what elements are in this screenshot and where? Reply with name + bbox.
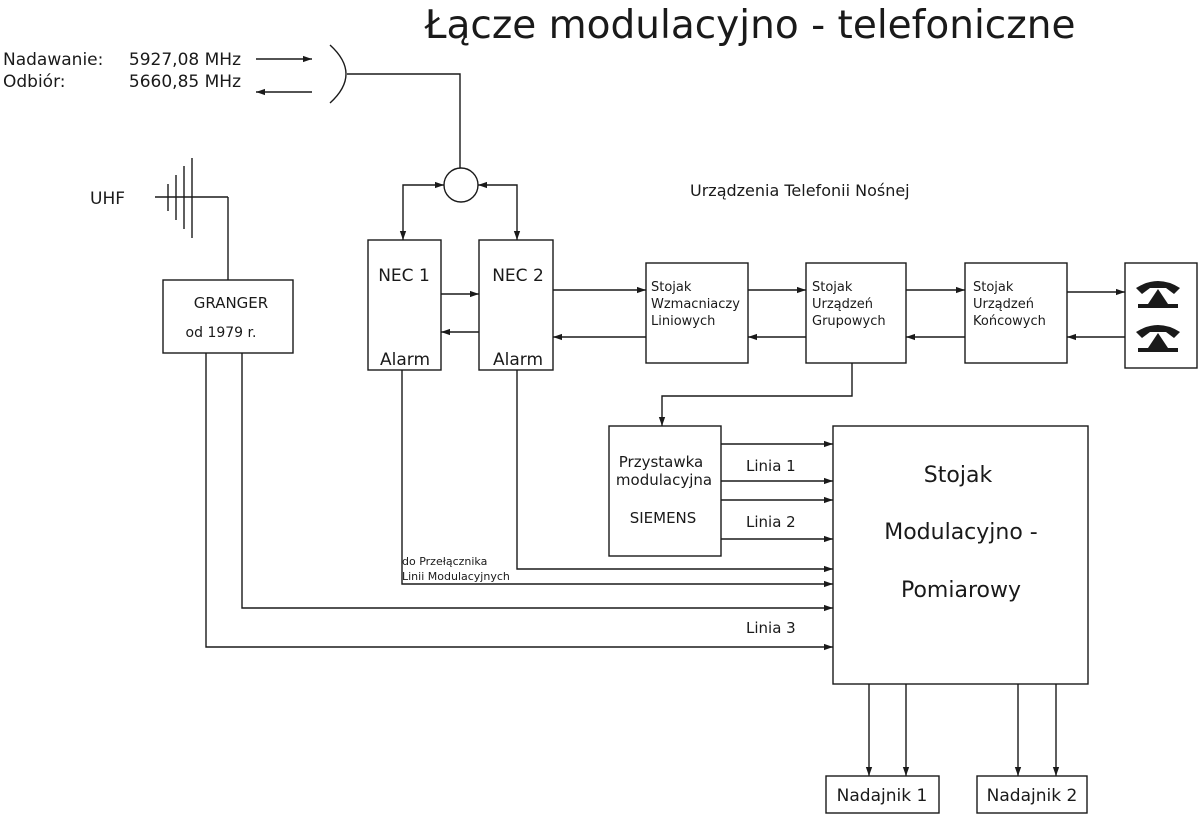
tx-label: Nadawanie: — [3, 50, 103, 70]
rx-label: Odbiór: — [3, 72, 66, 92]
uhf-label: UHF — [90, 189, 125, 209]
rack-group-box — [805, 262, 907, 364]
adapter-maker: SIEMENS — [630, 509, 697, 527]
uhf-antenna-icon — [155, 158, 229, 280]
rack-end-line2: Urządzeń — [973, 297, 1034, 312]
main-rack-line3: Pomiarowy — [901, 578, 1021, 603]
rx-value: 5660,85 MHz — [129, 72, 241, 92]
rack-amp-line1: Stojak — [651, 280, 692, 295]
telephone-icon — [1136, 281, 1180, 308]
splitter-to-nec2 — [478, 181, 521, 240]
rack-amplifiers-box — [645, 262, 749, 364]
granger-box — [162, 279, 294, 354]
line3-label: Linia 3 — [746, 619, 796, 637]
granger-wire-b — [205, 353, 833, 651]
granger-name: GRANGER — [194, 294, 268, 312]
adapter-box — [608, 425, 722, 557]
nec1-name: NEC 1 — [378, 266, 430, 286]
nec2-box — [478, 239, 554, 371]
rack-group-line1: Stojak — [812, 280, 853, 295]
rack-amp-line3: Liniowych — [651, 314, 715, 329]
main-rack-line1: Stojak — [924, 463, 993, 488]
page-title: Łącze modulacyjno - telefoniczne — [424, 3, 1076, 48]
rack-end-line3: Końcowych — [973, 314, 1046, 329]
nec2-alarm-wire — [516, 370, 833, 573]
nec1-alarm: Alarm — [380, 350, 430, 370]
nec1-box — [367, 239, 442, 371]
rack-group-line2: Urządzeń — [812, 297, 873, 312]
dish-feed-wire — [347, 73, 461, 168]
tx-value: 5927,08 MHz — [129, 50, 241, 70]
line1-label: Linia 1 — [746, 457, 796, 475]
nec2-alarm: Alarm — [493, 350, 543, 370]
main-rack-line2: Modulacyjno - — [884, 520, 1038, 545]
rack-terminal-box — [964, 262, 1068, 364]
transmitter1-label: Nadajnik 1 — [837, 786, 928, 806]
nec2-name: NEC 2 — [492, 266, 544, 286]
group-to-adapter — [658, 363, 853, 426]
adapter-line2: modulacyjna — [616, 471, 712, 489]
switch-note-line2: Linii Modulacyjnych — [402, 570, 510, 583]
telephone-icon — [1136, 325, 1180, 352]
nec1-alarm-wire — [401, 370, 833, 588]
telephones-box — [1124, 262, 1198, 369]
granger-since: od 1979 r. — [186, 325, 257, 341]
transmitter2-box — [976, 775, 1088, 814]
main-rack-box — [832, 425, 1089, 685]
rack-amp-line2: Wzmacniaczy — [651, 297, 740, 312]
transmitter1-box — [825, 775, 940, 814]
rack-group-line3: Grupowych — [812, 314, 886, 329]
rack-end-line1: Stojak — [973, 280, 1014, 295]
carrier-title: Urządzenia Telefonii Nośnej — [690, 181, 910, 200]
transmitter2-label: Nadajnik 2 — [987, 786, 1078, 806]
line2-label: Linia 2 — [746, 513, 796, 531]
splitter-circle — [443, 167, 479, 203]
adapter-line1: Przystawka — [619, 453, 703, 471]
granger-wire-a — [241, 353, 833, 612]
switch-note-line1: do Przełącznika — [402, 555, 487, 568]
dish-antenna-icon — [329, 44, 347, 104]
splitter-to-nec1 — [399, 181, 444, 240]
